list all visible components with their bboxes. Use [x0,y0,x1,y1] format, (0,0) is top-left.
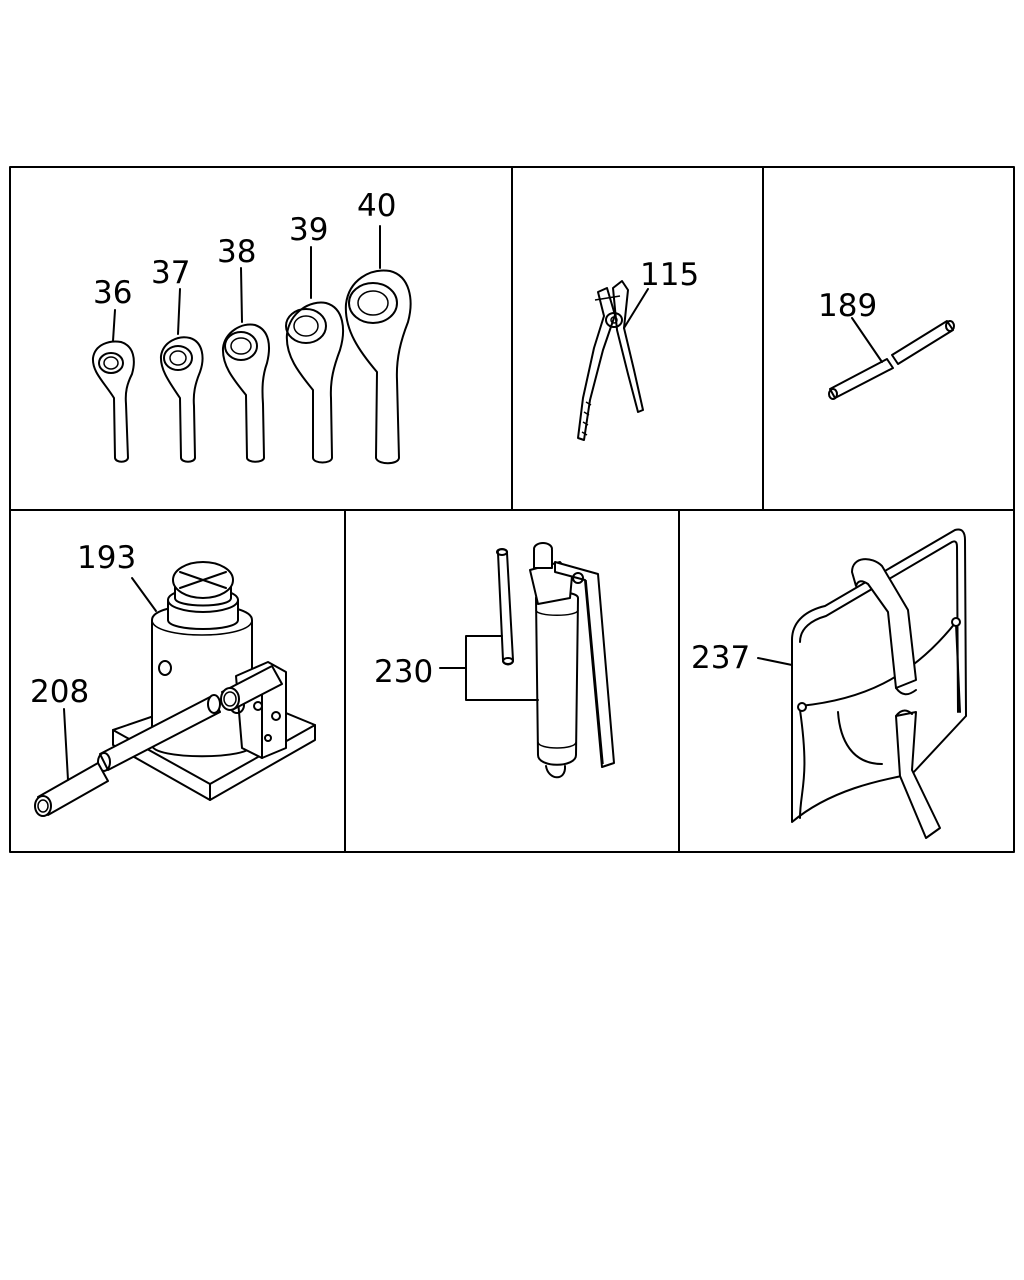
pliers-label: 115 [640,257,699,293]
wrench-panel: 36 37 38 39 40 [91,188,412,465]
wrench-40-illustration [344,225,412,465]
wrench-39-illustration [285,246,344,464]
jack-handle-illustration [34,694,221,817]
grease-gun-label: 230 [374,654,433,690]
grease-gun-illustration [439,542,615,779]
wrench-38-label: 38 [217,234,256,270]
wrench-36-label: 36 [93,275,132,311]
wrench-39-label: 39 [289,212,328,248]
jack-handle-label-208: 208 [30,674,89,710]
panel-frame [9,166,1015,853]
wrench-36-illustration [91,309,135,463]
rod-illustration [828,317,955,400]
wrench-37-illustration [159,288,204,463]
jack-panel: 193 208 [30,540,316,817]
bag-label: 237 [691,640,750,676]
rod-label: 189 [818,288,877,324]
pliers-panel: 115 [577,257,699,441]
pliers-illustration [577,280,649,441]
wrench-38-illustration [221,267,270,463]
wrench-37-label: 37 [151,255,190,291]
jack-illustration [112,561,316,801]
jack-label-193: 193 [77,540,136,576]
wrench-40-label: 40 [357,188,396,224]
rod-panel: 189 [818,288,955,400]
grease-gun-panel: 230 [374,542,615,779]
bag-illustration [757,528,967,839]
bag-panel: 237 [691,528,967,839]
